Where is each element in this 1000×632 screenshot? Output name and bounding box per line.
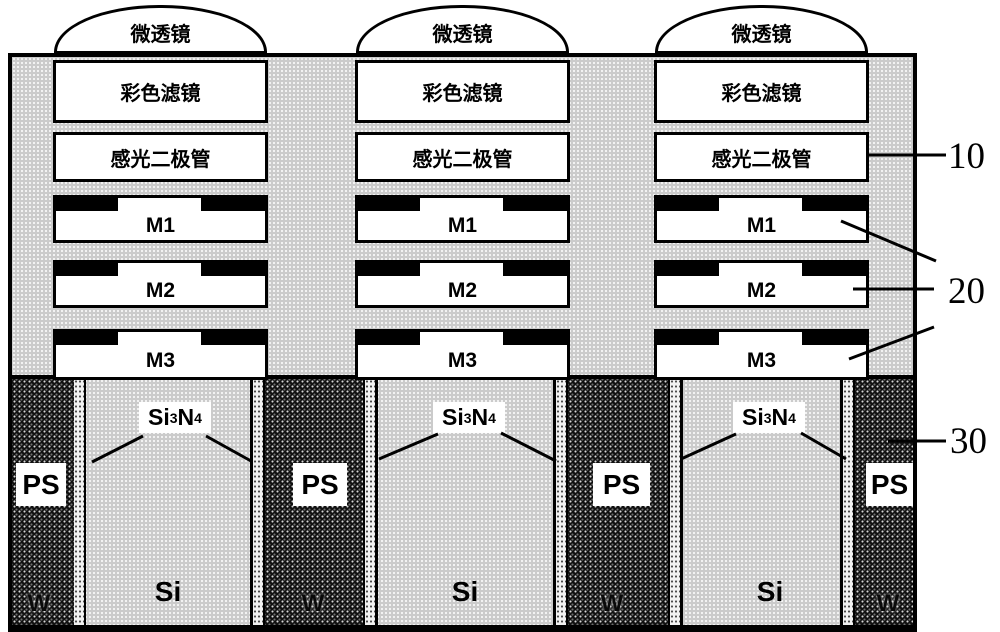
nitride-liner bbox=[363, 379, 375, 625]
metal-shield-right bbox=[201, 198, 265, 211]
metal-shield-right bbox=[503, 263, 567, 276]
microlens-label: 微透镜 bbox=[432, 24, 493, 46]
ps-label: PS bbox=[593, 463, 650, 506]
silicon-label: Si bbox=[154, 576, 182, 607]
nitride-liner bbox=[556, 379, 568, 625]
metal-shield-right bbox=[802, 198, 866, 211]
nitride-text: N bbox=[177, 404, 195, 430]
color-filter-box: 彩色滤镜 bbox=[654, 60, 869, 123]
ps-label: PS bbox=[293, 463, 347, 506]
tungsten-label: W bbox=[876, 590, 900, 617]
silicon-label: Si bbox=[451, 576, 479, 607]
pixel-column: 微透镜 彩色滤镜 感光二极管 M1 M2 M3 bbox=[654, 5, 869, 380]
m2-label: M2 bbox=[746, 278, 777, 302]
metal-shield-right bbox=[201, 332, 265, 345]
photodiode-label: 感光二极管 bbox=[110, 148, 211, 171]
nitride-text: N bbox=[771, 404, 789, 430]
metal-layer-m1: M1 bbox=[53, 195, 268, 243]
ps-label: PS bbox=[16, 463, 66, 506]
nitride-liner bbox=[74, 379, 86, 625]
nitride-text: N bbox=[471, 404, 489, 430]
m1-label: M1 bbox=[145, 213, 176, 237]
color-filter-box: 彩色滤镜 bbox=[355, 60, 570, 123]
photodiode-box: 感光二极管 bbox=[53, 132, 268, 182]
pixel-column: 微透镜 彩色滤镜 感光二极管 M1 M2 M3 bbox=[53, 5, 268, 380]
metal-shield-left bbox=[56, 332, 118, 345]
metal-shield-right bbox=[802, 332, 866, 345]
color-filter-box: 彩色滤镜 bbox=[53, 60, 268, 123]
metal-shield-right bbox=[503, 332, 567, 345]
tungsten-label: W bbox=[600, 590, 624, 617]
photodiode-box: 感光二极管 bbox=[355, 132, 570, 182]
metal-layer-m2: M2 bbox=[355, 260, 570, 308]
ref-label-20: 20 bbox=[948, 271, 985, 312]
metal-layer-m1: M1 bbox=[355, 195, 570, 243]
metal-shield-left bbox=[657, 332, 719, 345]
color-filter-label: 彩色滤镜 bbox=[721, 83, 802, 105]
pixel-column: 微透镜 彩色滤镜 感光二极管 M1 M2 M3 bbox=[355, 5, 570, 380]
metal-shield-right bbox=[201, 263, 265, 276]
metal-shield-right bbox=[503, 198, 567, 211]
microlens-dome: 微透镜 bbox=[356, 5, 569, 54]
m1-label: M1 bbox=[447, 213, 478, 237]
nitride-text: Si bbox=[442, 404, 464, 430]
m3-label: M3 bbox=[145, 349, 176, 372]
m2-label: M2 bbox=[447, 278, 478, 302]
metal-layer-m3: M3 bbox=[355, 329, 570, 380]
metal-layer-m3: M3 bbox=[53, 329, 268, 380]
photodiode-box: 感光二极管 bbox=[654, 132, 869, 182]
metal-layer-m2: M2 bbox=[53, 260, 268, 308]
metal-shield-right bbox=[802, 263, 866, 276]
m1-label: M1 bbox=[746, 213, 777, 237]
color-filter-label: 彩色滤镜 bbox=[120, 83, 201, 105]
metal-shield-left bbox=[657, 263, 719, 276]
microlens-label: 微透镜 bbox=[130, 24, 191, 46]
tungsten-label: W bbox=[301, 590, 325, 617]
ref-label-30: 30 bbox=[950, 421, 987, 462]
metal-layer-m3: M3 bbox=[654, 329, 869, 380]
microlens-dome: 微透镜 bbox=[655, 5, 868, 54]
nitride-liner bbox=[668, 379, 680, 625]
tungsten-label: W bbox=[27, 590, 51, 617]
tungsten-fill bbox=[265, 379, 363, 625]
silicon-label: Si bbox=[756, 576, 784, 607]
m3-label: M3 bbox=[746, 349, 777, 372]
metal-shield-left bbox=[358, 332, 420, 345]
metal-layer-m1: M1 bbox=[654, 195, 869, 243]
m2-label: M2 bbox=[145, 278, 176, 302]
ref-label-10: 10 bbox=[948, 136, 985, 177]
photodiode-label: 感光二极管 bbox=[711, 148, 812, 171]
metal-shield-left bbox=[358, 198, 420, 211]
isolation-trench bbox=[250, 379, 378, 625]
microlens-dome: 微透镜 bbox=[54, 5, 267, 54]
metal-layer-m2: M2 bbox=[654, 260, 869, 308]
metal-shield-left bbox=[657, 198, 719, 211]
metal-shield-left bbox=[358, 263, 420, 276]
m3-label: M3 bbox=[447, 349, 478, 372]
nitride-liner bbox=[253, 379, 265, 625]
color-filter-label: 彩色滤镜 bbox=[422, 83, 503, 105]
metal-shield-left bbox=[56, 263, 118, 276]
metal-shield-left bbox=[56, 198, 118, 211]
photodiode-label: 感光二极管 bbox=[412, 148, 513, 171]
nitride-text: Si bbox=[742, 404, 764, 430]
microlens-label: 微透镜 bbox=[731, 24, 792, 46]
nitride-liner bbox=[843, 379, 855, 625]
ps-label: PS bbox=[866, 463, 913, 506]
nitride-text: Si bbox=[148, 404, 170, 430]
